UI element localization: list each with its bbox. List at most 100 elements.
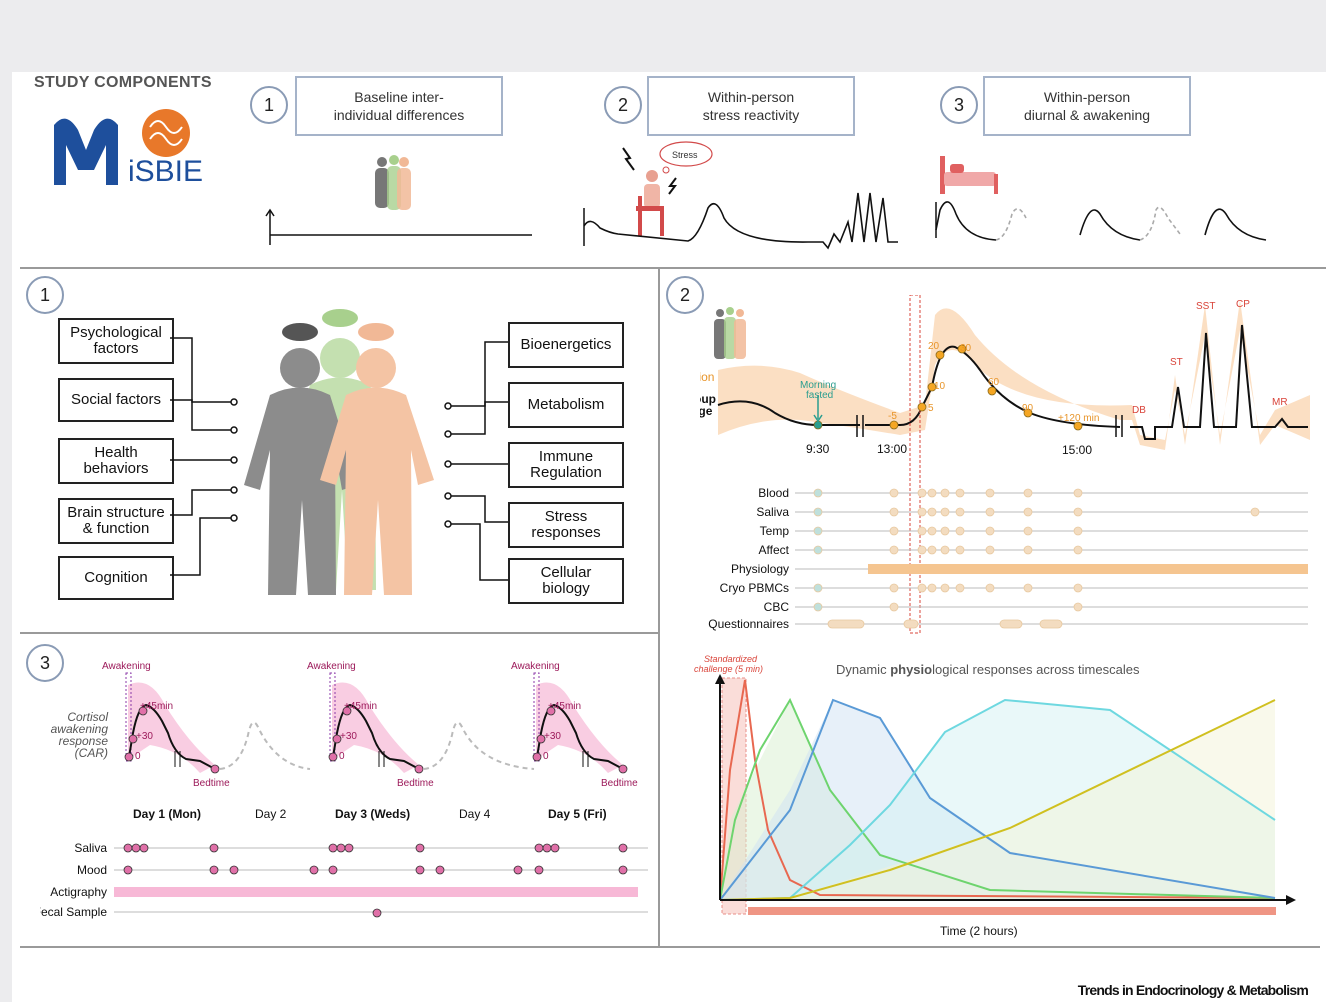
factor-stress-responses: Stress responses: [508, 502, 624, 548]
svg-text:Awakening: Awakening: [307, 661, 356, 672]
logo-text: iSBIE: [128, 155, 203, 188]
svg-text:0: 0: [339, 751, 345, 762]
logo-mitochondrion-icon: [142, 109, 190, 157]
seated-person-icon: [636, 170, 664, 236]
svg-text:Affect: Affect: [759, 543, 790, 557]
svg-text:Physiology: Physiology: [731, 562, 789, 576]
vertical-divider: [658, 269, 660, 947]
svg-text:30: 30: [960, 343, 972, 354]
series-blue: [719, 698, 1276, 901]
svg-text:ST: ST: [1170, 357, 1183, 368]
three-people-icon: [375, 155, 411, 210]
logo-m-shape: [54, 118, 118, 185]
component-1-box: Baseline inter- individual differences: [295, 76, 503, 136]
day-5-curve: [532, 672, 628, 774]
svg-text:Mood: Mood: [77, 863, 107, 877]
right-connector-lines: [444, 341, 508, 581]
series-red: [719, 679, 1276, 901]
svg-text:+45min: +45min: [344, 701, 377, 712]
x-axis-label: Time (2 hours): [940, 924, 1018, 938]
stress-thought-bubble-icon: [659, 141, 713, 174]
horizontal-divider-top: [20, 267, 1326, 269]
panel-3-number: 3: [26, 644, 64, 682]
svg-text:90: 90: [1022, 403, 1034, 414]
svg-text:+30: +30: [136, 731, 153, 742]
svg-text:Saliva: Saliva: [756, 505, 789, 519]
svg-text:Day 3 (Weds): Day 3 (Weds): [335, 807, 410, 821]
panel-4-title: Dynamic physiological responses across t…: [836, 662, 1140, 677]
svg-text:60: 60: [988, 377, 1000, 388]
panel-3-row-lines: [114, 847, 648, 913]
human-silhouettes-icon: [244, 338, 434, 595]
svg-text:Awakening: Awakening: [511, 661, 560, 672]
left-connector-lines: [170, 337, 238, 576]
svg-text:SST: SST: [1196, 301, 1215, 312]
misbie-logo: iSBIE: [54, 109, 203, 188]
variation-label: Variation: [700, 370, 714, 384]
factor-immune-regulation: Immune Regulation: [508, 442, 624, 488]
day-1-curve: [124, 672, 220, 774]
measurement-markers: [813, 488, 1260, 629]
car-point-labels: +45min+300 +45min+300 +45min+300: [135, 701, 581, 762]
diurnal-curve-3: [1204, 208, 1267, 241]
svg-text:0: 0: [135, 751, 141, 762]
physiology-bar: [868, 564, 1308, 574]
actigraphy-bar: [114, 887, 638, 897]
lightning-icon: [622, 147, 635, 171]
svg-text:Temp: Temp: [760, 524, 790, 538]
factor-cellular-biology: Cellular biology: [508, 558, 624, 604]
sample-points: [813, 344, 1083, 431]
svg-text:DB: DB: [1132, 405, 1146, 416]
awakening-labels: Awakening Awakening Awakening: [102, 661, 560, 672]
measurement-row-lines: [795, 492, 1308, 625]
svg-text:Day 2: Day 2: [255, 807, 287, 821]
svg-text:Bedtime: Bedtime: [601, 778, 638, 789]
bed-icon: [940, 156, 998, 194]
component-3-graphic: [935, 156, 1267, 241]
study-components-title: STUDY COMPONENTS: [34, 74, 212, 91]
axis-breaks: [856, 415, 1123, 437]
svg-text:Fecal Sample: Fecal Sample: [40, 905, 107, 919]
svg-text:Cryo PBMCs: Cryo PBMCs: [720, 581, 789, 595]
svg-text:+45min: +45min: [548, 701, 581, 712]
diurnal-curve-1: [935, 201, 997, 241]
variation-band: [718, 300, 1310, 450]
component-1-graphic: [265, 155, 532, 245]
factor-cognition: Cognition: [58, 556, 174, 600]
svg-text:Awakening: Awakening: [102, 661, 151, 672]
people-icon: [714, 307, 746, 359]
svg-text:Day 1 (Mon): Day 1 (Mon): [133, 807, 201, 821]
svg-text:0: 0: [543, 751, 549, 762]
panel-3-row-labels: Saliva Mood Actigraphy Fecal Sample: [40, 841, 107, 919]
mitochondria-icons: [282, 309, 394, 341]
factor-bioenergetics: Bioenergetics: [508, 322, 624, 368]
component-2-graphic: Stress: [583, 141, 898, 250]
svg-text:+30: +30: [340, 731, 357, 742]
component-3-number: 3: [940, 86, 978, 124]
component-2-box: Within-person stress reactivity: [647, 76, 855, 136]
point-labels: -5 5 10 20 30 60 90 +120 min: [888, 341, 1099, 424]
factor-social: Social factors: [58, 378, 174, 422]
event-labels: DB ST SST CP MR: [1132, 299, 1288, 416]
svg-text:+30: +30: [544, 731, 561, 742]
svg-text:15:00: 15:00: [1062, 443, 1092, 457]
challenge-window-marker: [909, 295, 921, 634]
journal-footer: Trends in Endocrinology & Metabolism: [1077, 982, 1309, 998]
time-gradient-bar: [748, 907, 1276, 915]
svg-text:MR: MR: [1272, 397, 1288, 408]
svg-text:Questionnaires: Questionnaires: [708, 617, 789, 631]
svg-text:20: 20: [928, 341, 940, 352]
svg-text:13:00: 13:00: [877, 442, 907, 456]
panel-1-body-graphic: [170, 309, 508, 595]
stress-response-curve: [583, 192, 898, 250]
svg-text:Day 5 (Fri): Day 5 (Fri): [548, 807, 607, 821]
svg-text:-5: -5: [888, 411, 897, 422]
factor-metabolism: Metabolism: [508, 382, 624, 428]
lightning-icon-2: [668, 177, 677, 195]
stress-bubble-text: Stress: [672, 150, 698, 160]
panel-1-number: 1: [26, 276, 64, 314]
